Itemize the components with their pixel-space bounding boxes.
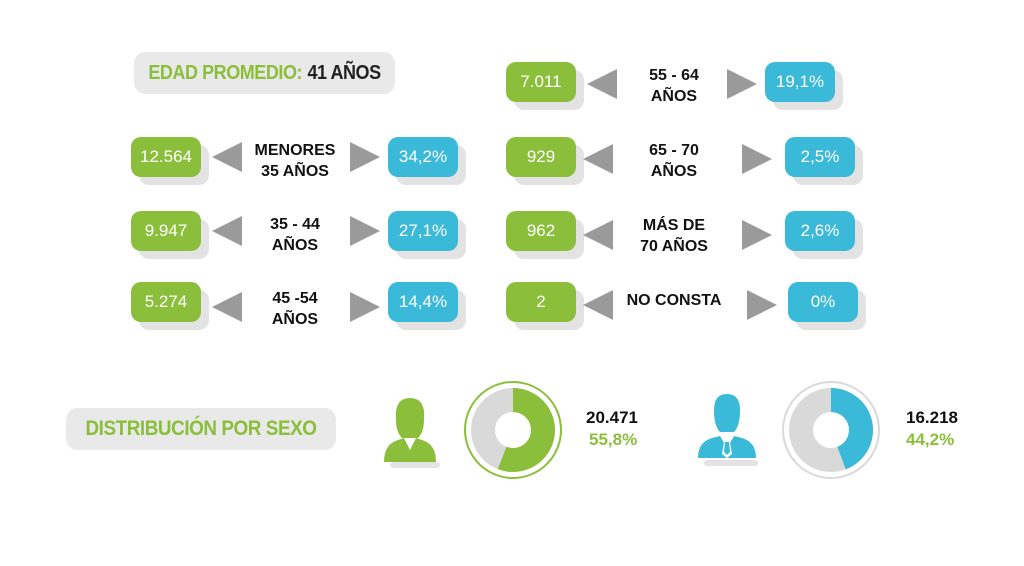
male-percent: 44,2% (906, 430, 955, 449)
age-range-label: NO CONSTA (626, 292, 722, 309)
age-count-box: 929 (506, 137, 576, 177)
age-count-box: 5.274 (131, 282, 201, 322)
age-count-box: 9.947 (131, 211, 201, 251)
arrow-left-icon (583, 290, 613, 320)
average-age-label: EDAD PROMEDIO: (148, 61, 303, 84)
arrow-right-icon (742, 144, 772, 174)
age-percent-box: 2,6% (785, 211, 855, 251)
age-percent-box: 27,1% (388, 211, 458, 251)
female-donut-arc (471, 388, 555, 472)
age-percent-box: 19,1% (765, 62, 835, 102)
average-age-value: 41 AÑOS (307, 61, 381, 84)
male-donut-arc (789, 388, 873, 472)
arrow-right-icon (747, 290, 777, 320)
age-percent-box: 14,4% (388, 282, 458, 322)
female-donut-chart (464, 381, 562, 479)
age-count-box: 7.011 (506, 62, 576, 102)
arrow-right-icon (350, 292, 380, 322)
arrow-left-icon (583, 144, 613, 174)
age-count-box: 2 (506, 282, 576, 322)
average-age-pill: EDAD PROMEDIO: 41 AÑOS (134, 52, 395, 94)
arrow-right-icon (727, 69, 757, 99)
arrow-right-icon (350, 216, 380, 246)
female-count: 20.471 (586, 408, 638, 427)
female-percent: 55,8% (589, 430, 638, 449)
woman-icon (384, 398, 440, 468)
age-percent-box: 34,2% (388, 137, 458, 177)
male-count: 16.218 (906, 408, 958, 427)
male-donut-chart (782, 381, 880, 479)
arrow-left-icon (212, 216, 242, 246)
arrow-right-icon (350, 142, 380, 172)
age-percent-box: 0% (788, 282, 858, 322)
man-icon (698, 394, 758, 466)
arrow-left-icon (583, 220, 613, 250)
arrow-left-icon (587, 69, 617, 99)
age-count-box: 962 (506, 211, 576, 251)
arrow-right-icon (742, 220, 772, 250)
arrow-left-icon (212, 292, 242, 322)
sex-distribution-label: DISTRIBUCIÓN POR SEXO (85, 417, 317, 440)
arrow-left-icon (212, 142, 242, 172)
sex-distribution-pill: DISTRIBUCIÓN POR SEXO (66, 408, 336, 450)
age-percent-box: 2,5% (785, 137, 855, 177)
age-count-box: 12.564 (131, 137, 201, 177)
